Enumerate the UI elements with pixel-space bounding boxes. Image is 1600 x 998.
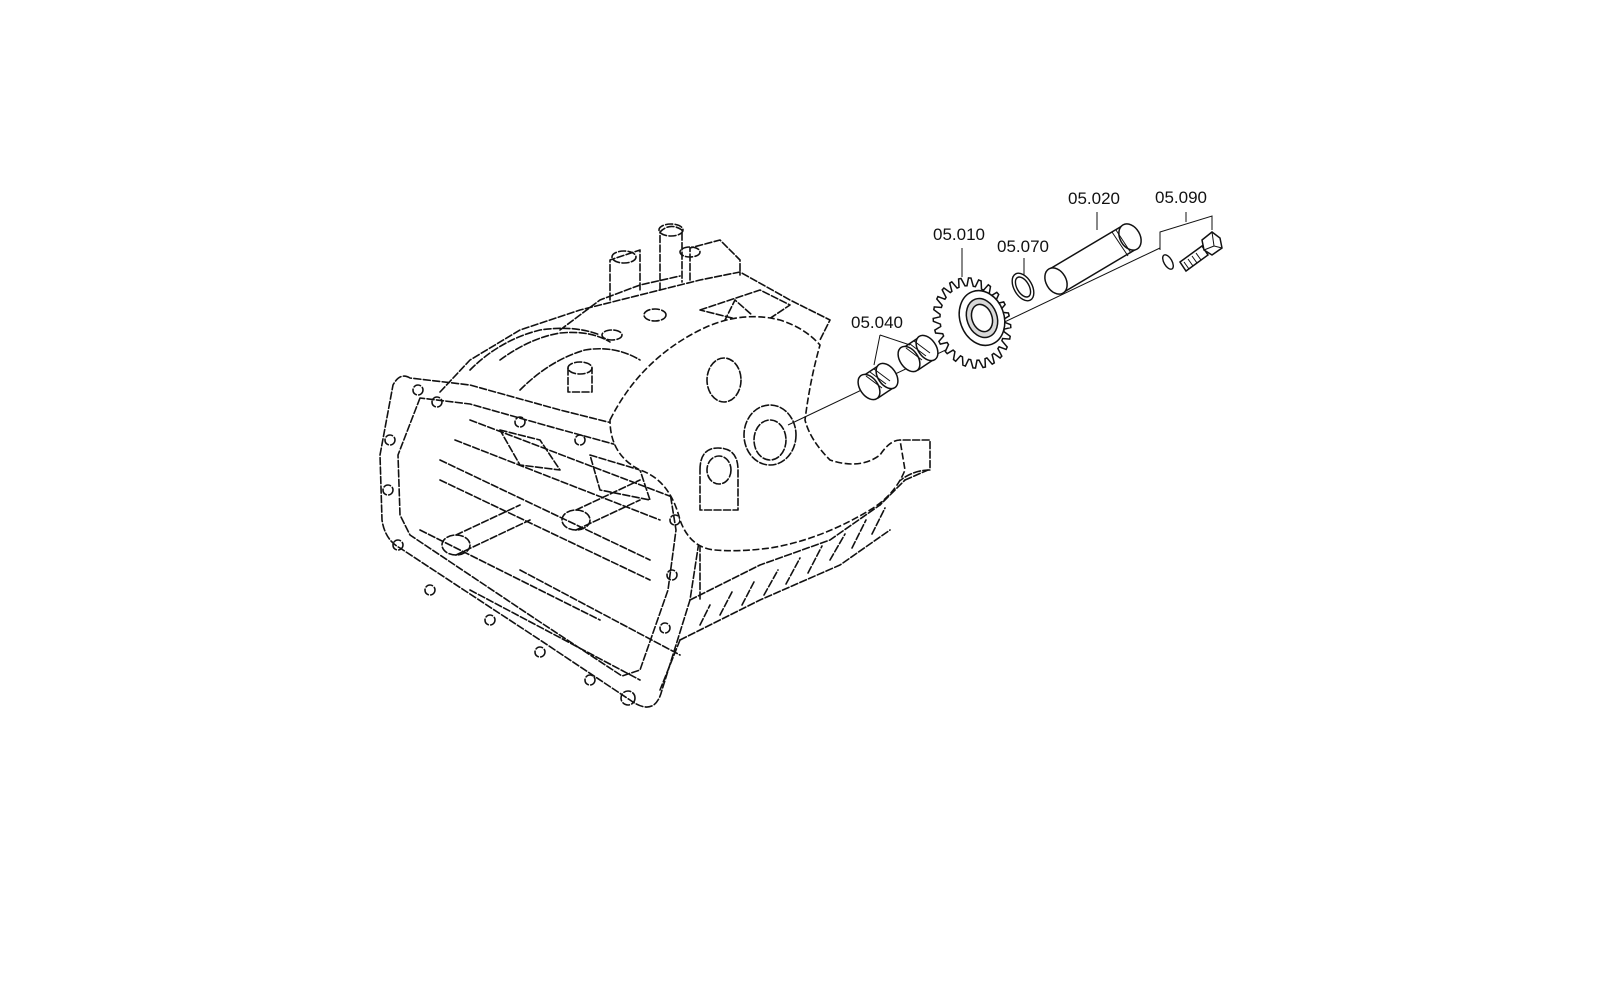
- snap-ring: [1011, 272, 1035, 302]
- hex-bolt: [1178, 231, 1223, 273]
- transmission-housing: [379, 223, 931, 708]
- washer: [1162, 254, 1174, 270]
- housing-ribs: [699, 507, 886, 626]
- callout-05-070: 05.070: [997, 237, 1049, 256]
- callout-05-090: 05.090: [1155, 188, 1207, 207]
- spur-gear: [932, 277, 1012, 369]
- cover-bore-upper: [706, 357, 742, 403]
- callout-05-020: 05.020: [1068, 189, 1120, 208]
- shaft-pin: [1044, 223, 1142, 295]
- callout-leaders: [873, 212, 1213, 366]
- cover-bore-main: [743, 404, 797, 466]
- needle-bearing-right: [897, 334, 939, 373]
- callout-labels: 05.010 05.020 05.040 05.070 05.090: [851, 188, 1207, 332]
- callout-05-010: 05.010: [933, 225, 985, 244]
- callout-05-040: 05.040: [851, 313, 903, 332]
- needle-bearing-left: [857, 362, 899, 401]
- cover-lug: [699, 447, 739, 511]
